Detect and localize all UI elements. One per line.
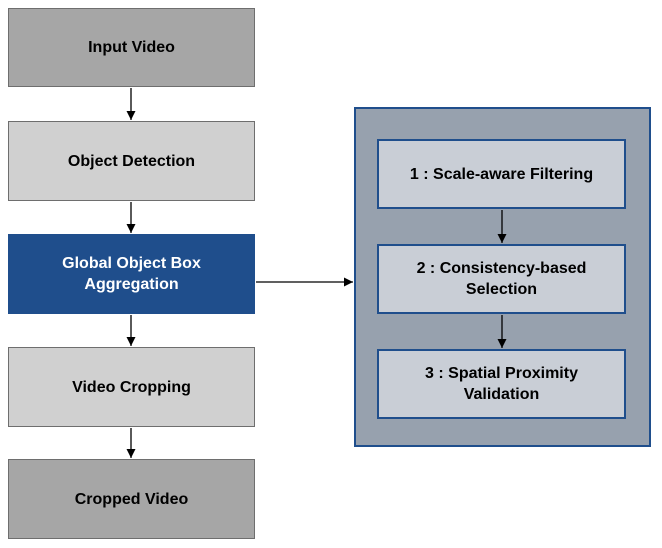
cropped-video-label: Cropped Video <box>74 490 189 508</box>
video-cropping-label: Video Cropping <box>72 378 191 396</box>
scale-aware-filtering-step: 1 : Scale-aware Filtering <box>377 139 626 209</box>
global-object-box-aggregation-node: Global Object Box Aggregation <box>8 234 255 314</box>
step3-label-line1: 3 : Spatial Proximity <box>425 365 578 382</box>
consistency-based-selection-step: 2 : Consistency-based Selection <box>377 244 626 314</box>
object-detection-label: Object Detection <box>67 152 196 170</box>
input-video-node: Input Video <box>8 8 255 87</box>
object-detection-node: Object Detection <box>8 121 255 201</box>
video-cropping-node: Video Cropping <box>8 347 255 427</box>
step1-label: 1 : Scale-aware Filtering <box>409 165 594 183</box>
step3-label-line2: Validation <box>463 386 540 403</box>
aggregation-label-line1: Global Object Box <box>62 255 201 272</box>
input-video-label: Input Video <box>88 39 175 56</box>
spatial-proximity-validation-step: 3 : Spatial Proximity Validation <box>377 349 626 419</box>
cropped-video-node: Cropped Video <box>8 459 255 539</box>
step2-label-line1: 2 : Consistency-based <box>416 260 587 277</box>
step2-label-line2: Selection <box>465 281 538 298</box>
aggregation-label-line2: Aggregation <box>84 276 179 293</box>
